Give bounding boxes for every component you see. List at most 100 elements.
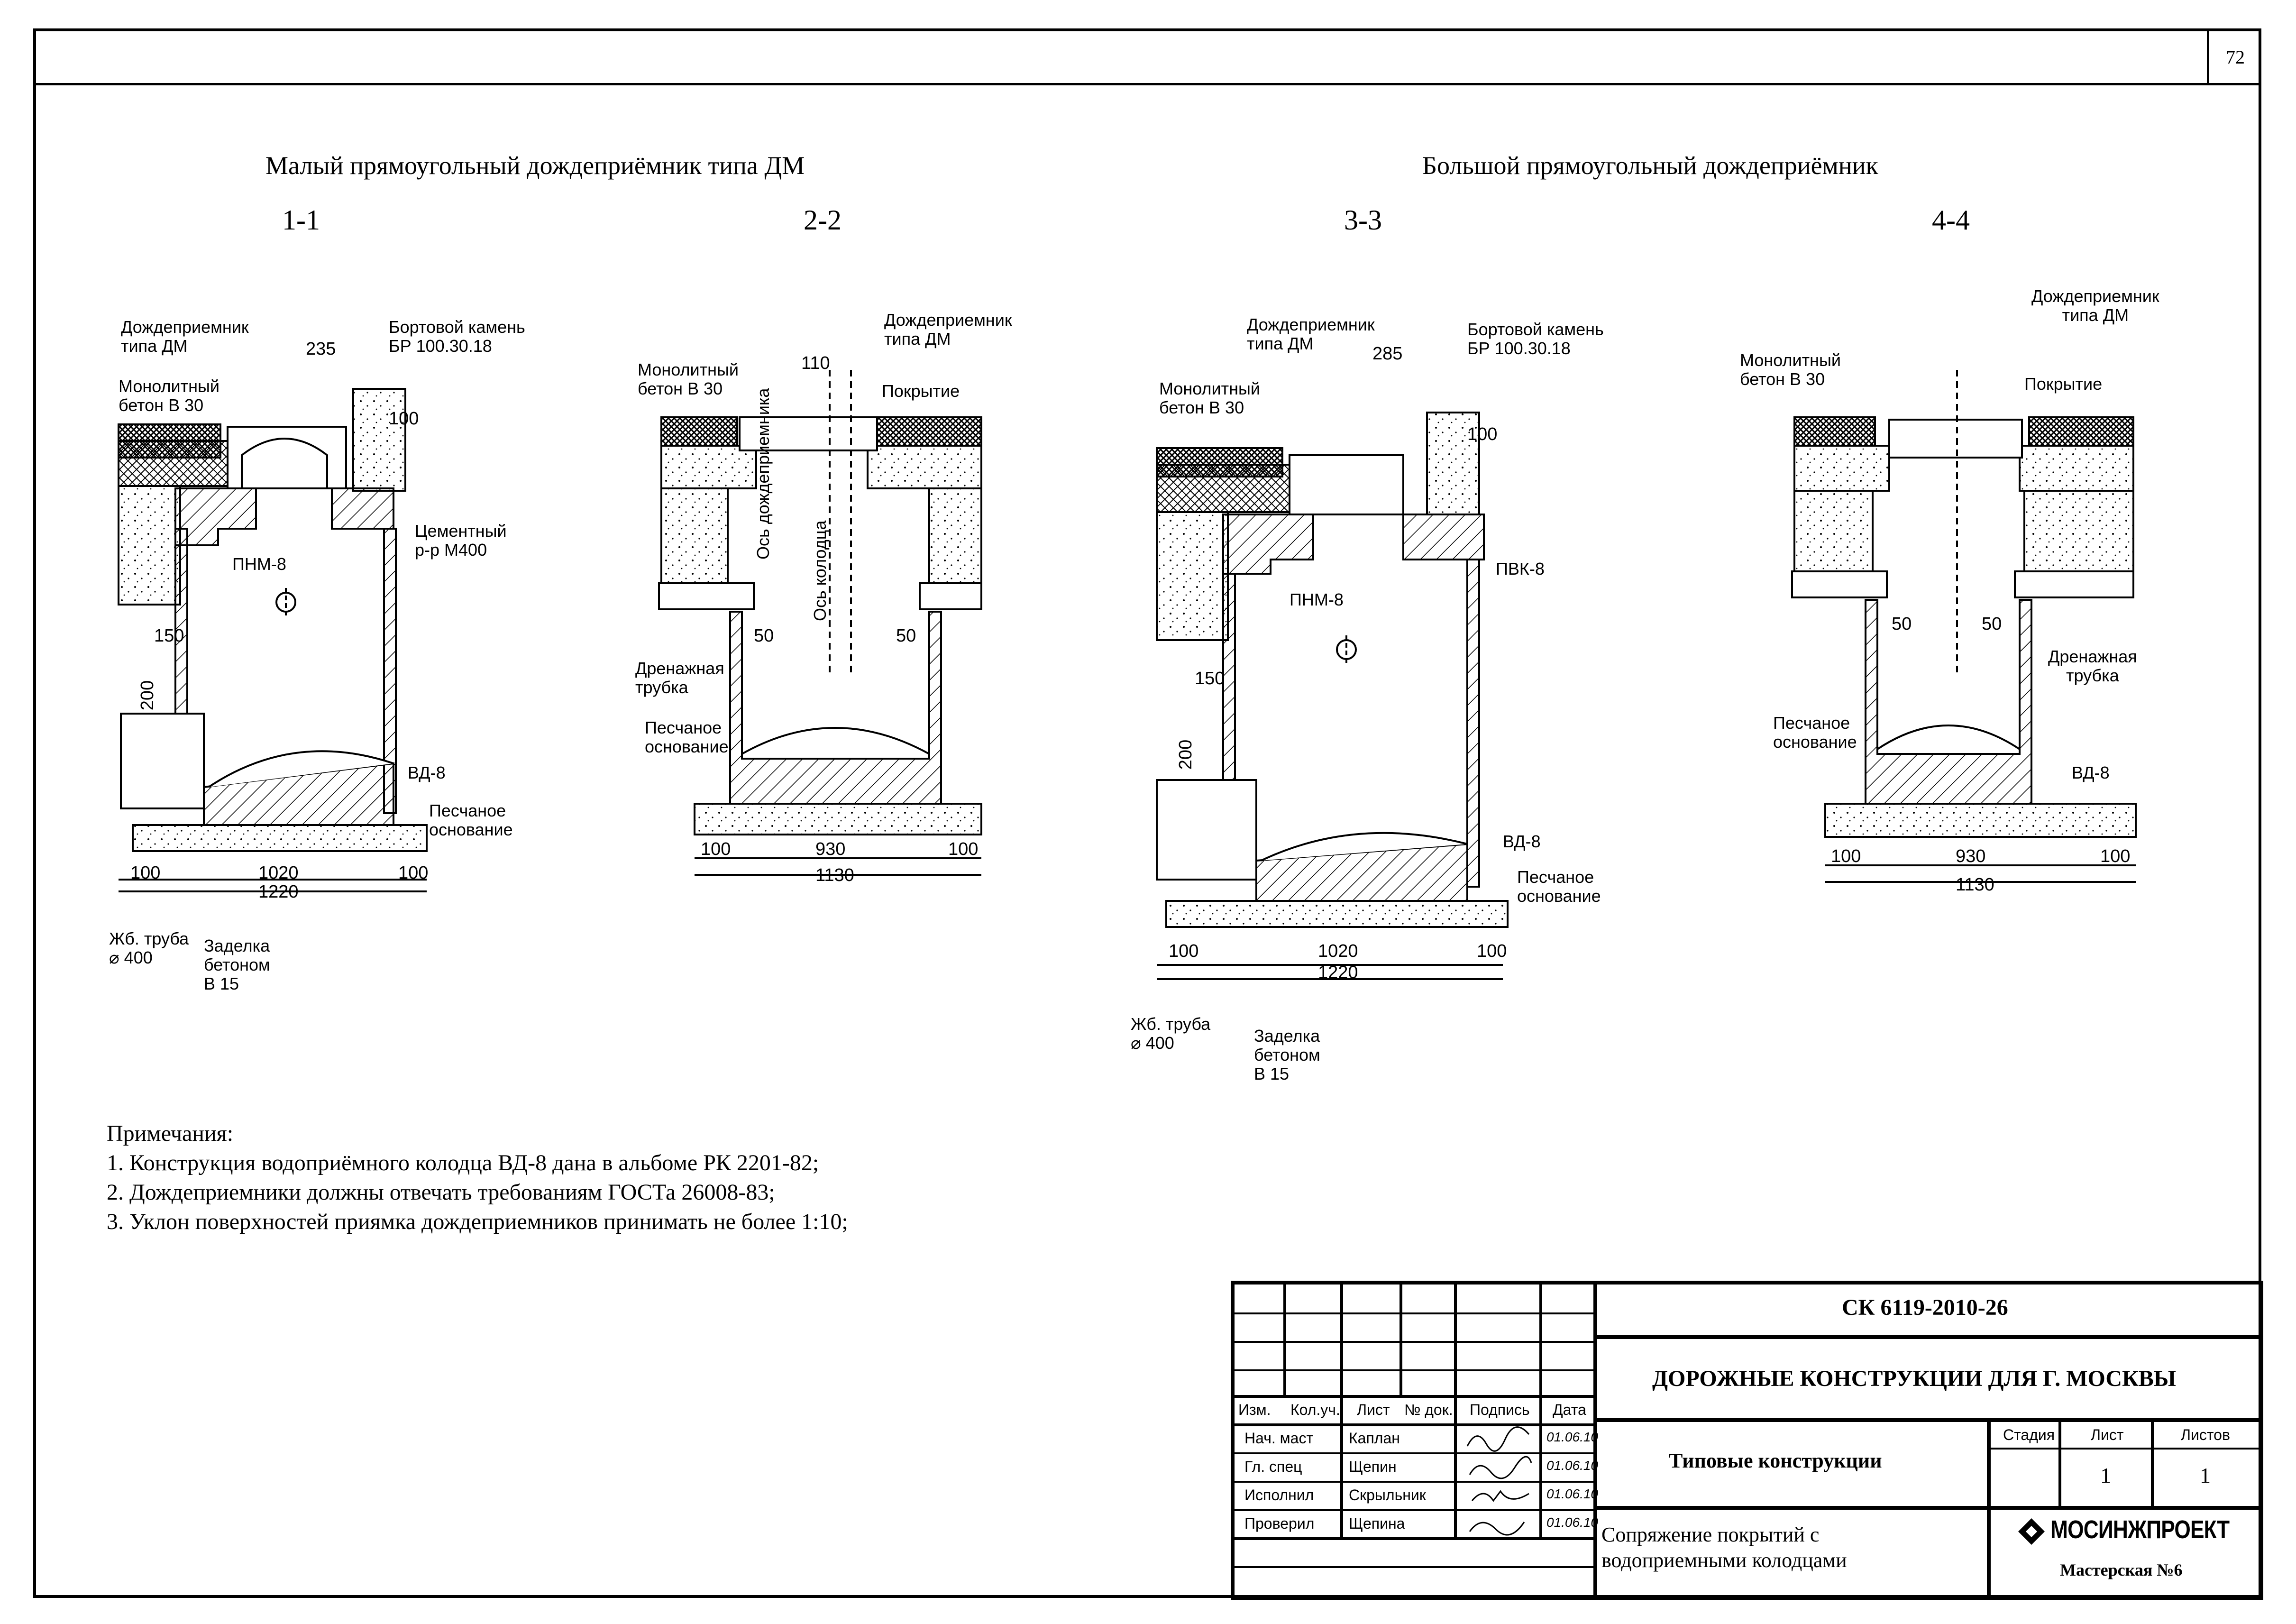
stamp-project: ДОРОЖНЫЕ КОНСТРУКЦИИ ДЛЯ Г. МОСКВЫ bbox=[1652, 1366, 2177, 1391]
stamp-name-4: Щепина bbox=[1349, 1515, 1405, 1532]
s1-dim-100-right: 100 bbox=[398, 863, 429, 883]
stamp-col-signature: Подпись bbox=[1470, 1401, 1530, 1418]
stamp-role-4: Проверил bbox=[1244, 1515, 1315, 1532]
s1-vd8-label: ВД-8 bbox=[408, 763, 446, 782]
s1-pipe-label: Жб. труба ⌀ 400 bbox=[109, 929, 189, 967]
s4-dim-1130: 1130 bbox=[1956, 875, 1994, 895]
s2-monolith-label: Монолитный бетон В 30 bbox=[638, 360, 739, 398]
s1-monolith-label: Монолитный бетон В 30 bbox=[119, 376, 220, 415]
s3-dim-150: 150 bbox=[1195, 669, 1225, 688]
s1-dim-100: 100 bbox=[389, 409, 419, 429]
s3-dm-inlet-label: Дождеприемник типа ДМ bbox=[1247, 315, 1375, 353]
s3-pvk8-label: ПВК-8 bbox=[1496, 559, 1545, 578]
s3-dim-100-right: 100 bbox=[1477, 941, 1507, 961]
s2-sand-label: Песчаное основание bbox=[645, 718, 729, 756]
s3-pipe-label: Жб. труба ⌀ 400 bbox=[1131, 1014, 1211, 1053]
s3-dim-1020: 1020 bbox=[1318, 941, 1358, 961]
section-3-3-label: 3-3 bbox=[1344, 204, 1382, 236]
s1-pnm8-label: ПНМ-8 bbox=[232, 554, 286, 574]
stamp-code: СК 6119-2010-26 bbox=[1842, 1295, 2008, 1320]
s3-pnm8-label: ПНМ-8 bbox=[1290, 590, 1344, 609]
s2-dim-50-left: 50 bbox=[754, 626, 774, 646]
large-inlet-title: Большой прямоугольный дождеприёмник bbox=[1422, 151, 1878, 180]
s1-seal-label: Заделка бетоном В 15 bbox=[204, 936, 270, 993]
stamp-sheets-value: 1 bbox=[2200, 1463, 2211, 1487]
s2-dim-100-left: 100 bbox=[701, 839, 731, 859]
s4-drain-label: Дренажная трубка bbox=[2048, 647, 2137, 685]
s4-dim-50-left: 50 bbox=[1892, 614, 1912, 634]
note-3: 3. Уклон поверхностей приямка дождеприем… bbox=[107, 1209, 848, 1234]
s4-dim-50-right: 50 bbox=[1982, 614, 2002, 634]
s1-curb-label: Бортовой камень БР 100.30.18 bbox=[389, 317, 525, 356]
s2-dm-inlet-label: Дождеприемник типа ДМ bbox=[884, 310, 1012, 349]
s4-sand-label: Песчаное основание bbox=[1773, 713, 1857, 752]
section-1-1-drawing bbox=[118, 388, 428, 892]
stamp-role-2: Гл. спец bbox=[1244, 1458, 1302, 1475]
stamp-name-3: Скрыльник bbox=[1349, 1486, 1426, 1504]
s1-dim-100-left: 100 bbox=[130, 863, 161, 883]
stamp-sheets-label: Листов bbox=[2181, 1426, 2230, 1443]
s4-vd8-label: ВД-8 bbox=[2072, 763, 2110, 782]
note-2: 2. Дождеприемники должны отвечать требов… bbox=[107, 1180, 775, 1205]
s3-vd8-label: ВД-8 bbox=[1503, 832, 1541, 851]
s3-monolith-label: Монолитный бетон В 30 bbox=[1159, 379, 1260, 417]
stamp-col-izm: Изм. bbox=[1238, 1401, 1271, 1418]
stamp-col-doc: № док. bbox=[1404, 1401, 1453, 1418]
stamp-stage-label: Стадия bbox=[2003, 1426, 2055, 1443]
s4-dim-100-right: 100 bbox=[2100, 846, 2131, 866]
s3-dim-100-left: 100 bbox=[1169, 941, 1199, 961]
stamp-name-1: Каплан bbox=[1349, 1430, 1400, 1447]
stamp-date-4: 01.06.10 bbox=[1546, 1515, 1598, 1530]
s4-cover-label: Покрытие bbox=[2024, 374, 2103, 394]
section-2-2-label: 2-2 bbox=[804, 204, 842, 236]
s1-dim-1020: 1020 bbox=[258, 863, 299, 883]
stamp-section: Типовые конструкции bbox=[1669, 1449, 1882, 1472]
s4-monolith-label: Монолитный бетон В 30 bbox=[1740, 350, 1841, 389]
signatures-picture bbox=[1466, 1426, 1532, 1536]
s2-dim-1130: 1130 bbox=[815, 865, 854, 885]
small-inlet-title: Малый прямоугольный дождеприёмник типа Д… bbox=[265, 151, 805, 180]
stamp-col-kolich: Кол.уч. bbox=[1290, 1401, 1340, 1418]
notes-heading: Примечания: bbox=[107, 1121, 234, 1146]
company-logo-icon bbox=[2018, 1518, 2045, 1545]
s2-dim-110: 110 bbox=[801, 353, 830, 373]
top-bar bbox=[33, 28, 2261, 85]
s4-dim-930: 930 bbox=[1956, 846, 1986, 866]
section-2-2-drawing bbox=[658, 370, 982, 876]
section-3-3-drawing bbox=[1156, 412, 1509, 980]
stamp-sheet-title: Сопряжение покрытий с водоприемными коло… bbox=[1601, 1523, 1847, 1572]
s4-dim-100-left: 100 bbox=[1831, 846, 1861, 866]
stamp-role-1: Нач. маст bbox=[1244, 1430, 1314, 1447]
s3-sand-label: Песчаное основание bbox=[1517, 867, 1601, 906]
s1-dim-1220: 1220 bbox=[258, 882, 299, 902]
notes-block: Примечания: 1. Конструкция водоприёмного… bbox=[107, 1119, 1197, 1237]
s3-curb-label: Бортовой камень БР 100.30.18 bbox=[1467, 320, 1604, 358]
stamp-role-3: Исполнил bbox=[1244, 1486, 1314, 1504]
stamp-date-1: 01.06.10 bbox=[1546, 1430, 1598, 1444]
stamp-name-2: Щепин bbox=[1349, 1458, 1397, 1475]
section-4-4-drawing bbox=[1791, 370, 2137, 883]
s4-dm-inlet-label: Дождеприемник типа ДМ bbox=[2031, 286, 2159, 325]
stamp-date-3: 01.06.10 bbox=[1546, 1486, 1598, 1501]
stamp-date-2: 01.06.10 bbox=[1546, 1458, 1598, 1473]
s2-cover-label: Покрытие bbox=[882, 381, 960, 401]
s2-dim-50-right: 50 bbox=[896, 626, 916, 646]
section-1-1-label: 1-1 bbox=[282, 204, 320, 236]
page-number: 72 bbox=[2207, 28, 2261, 85]
section-4-4-label: 4-4 bbox=[1932, 204, 1970, 236]
s2-drain-label: Дренажная трубка bbox=[635, 659, 724, 697]
stamp-col-date: Дата bbox=[1553, 1401, 1586, 1418]
s3-dim-1220: 1220 bbox=[1318, 963, 1358, 982]
s3-seal-label: Заделка бетоном В 15 bbox=[1254, 1026, 1320, 1083]
company-workshop: Мастерская №6 bbox=[2060, 1560, 2183, 1579]
company-name: МОСИНЖПРОЕКТ bbox=[2050, 1515, 2230, 1544]
drawing-frame bbox=[33, 28, 2261, 1598]
s1-dm-inlet-label: Дождеприемник типа ДМ bbox=[121, 317, 249, 356]
s1-sand-label: Песчаное основание bbox=[429, 801, 513, 839]
s2-dim-930: 930 bbox=[815, 839, 846, 859]
s3-dim-285: 285 bbox=[1372, 344, 1403, 364]
s2-dim-100-right: 100 bbox=[948, 839, 979, 859]
stamp-col-list: Лист bbox=[1357, 1401, 1390, 1418]
